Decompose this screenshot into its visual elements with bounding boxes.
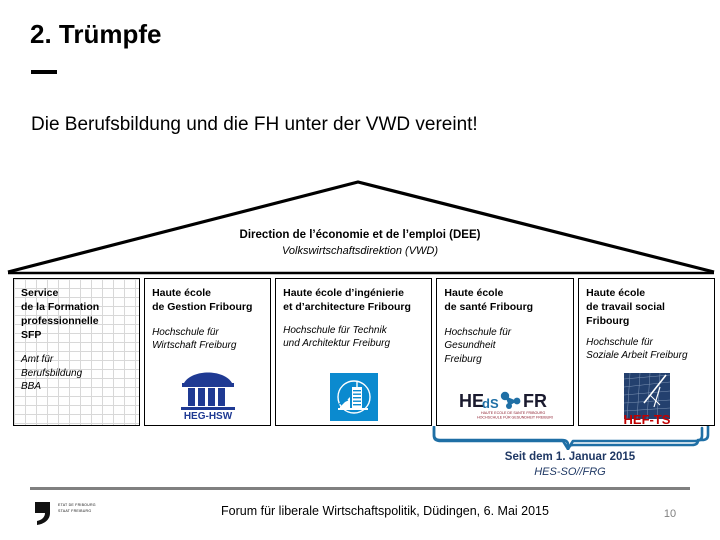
title-underline-rule [31,70,57,74]
pillar-sfp-title-fr: Service de la Formation professionnelle … [21,287,100,341]
pillar-hefts-title-fr: Haute école de travail social Fribourg [586,287,665,327]
roof-shape-icon [7,180,715,275]
heds-logo-subtitle-fr: HAUTE ECOLE DE SANTE FRIBOURG [481,411,546,415]
pillar-hefts-title-de: Hochschule für Soziale Arbeit Freiburg [586,336,688,361]
pillar-heia[interactable]: Haute école d’ingénierie et d’architectu… [275,278,433,426]
pillar-heia-title-fr: Haute école d’ingénierie et d’architectu… [283,287,411,313]
hef-ts-logo-wrap: HEF-TS [579,373,714,425]
pillar-heds-title-de: Hochschule für Gesundheit Freiburg [444,326,512,365]
roof-title-fr: Direction de l’économie et de l’emploi (… [239,229,481,241]
heds-logo-fr-text: FR [523,391,547,411]
brace-caption: Seit dem 1. Januar 2015 HES-SO//FRG [400,450,720,479]
roof-title-de: Volkswirtschaftsdirektion (VWD) [281,244,439,257]
pillar-heg[interactable]: Haute école de Gestion Fribourg Hochschu… [144,278,272,426]
pillar-heds[interactable]: Haute école de santé Fribourg Hochschule… [436,278,575,426]
pillar-sfp-title-de: Amt für Berufsbildung BBA [21,354,83,393]
footer-center-text: Forum für liberale Wirtschaftspolitik, D… [221,504,549,518]
blue-brace-icon [432,426,710,450]
heg-hsw-logo-text: HEG-HSW [183,411,232,421]
heia-fr-logo [329,373,378,421]
slide-subtitle: Die Berufsbildung und die FH unter der V… [31,114,478,135]
pillar-heia-title-de: Hochschule für Technik und Architektur F… [283,324,391,350]
heds-logo-ds-text: dS [482,396,499,411]
pillar-heds-title-fr: Haute école de santé Fribourg [444,287,534,313]
house-diagram: Direction de l’économie et de l’emploi (… [0,170,720,478]
comma-mark-icon [35,502,50,525]
pillar-heg-title-fr: Haute école de Gestion Fribourg [152,287,253,313]
footer-logo-line2: STAAT FREIBURG [58,508,92,513]
pillar-hefts[interactable]: Haute école de travail social Fribourg H… [578,278,715,426]
etat-de-fribourg-logo: ETAT DE FRIBOURG STAAT FREIBURG [32,500,142,526]
footer-divider [30,487,690,490]
heds-fr-logo: HE dS FR HAUTE ECOLE DE SANTE FRIBOURG H… [459,391,553,420]
pillar-row: Service de la Formation professionnelle … [13,278,715,426]
pillar-sfp[interactable]: Service de la Formation professionnelle … [13,278,141,426]
hef-ts-logo-text: HEF-TS [623,412,670,425]
footer-logo-text: ETAT DE FRIBOURG STAAT FREIBURG [58,503,96,514]
heds-fr-logo-wrap: HE dS FR HAUTE ECOLE DE SANTE FRIBOURG H… [437,387,573,421]
heia-fr-logo-wrap [276,373,431,421]
hef-ts-logo: HEF-TS [623,373,670,425]
roof-label-block: Direction de l’économie et de l’emploi (… [0,228,720,259]
heg-hsw-logo: HEG-HSW [180,372,235,421]
page-number: 10 [663,508,677,520]
footer-logo-line1: ETAT DE FRIBOURG [58,503,96,507]
heds-logo-he-text: HE [459,391,484,411]
pillar-heg-title-de: Hochschule für Wirtschaft Freiburg [152,326,237,352]
brace-caption-line1: Seit dem 1. Januar 2015 [504,451,636,463]
heds-logo-subtitle-de: HOCHSCHULE FÜR GESUNDHEIT FREIBURG [477,416,553,420]
heg-hsw-logo-wrap: HEG-HSW [145,367,270,421]
page-title: 2. Trümpfe [30,19,162,49]
brace-caption-line2: HES-SO//FRG [534,465,606,478]
